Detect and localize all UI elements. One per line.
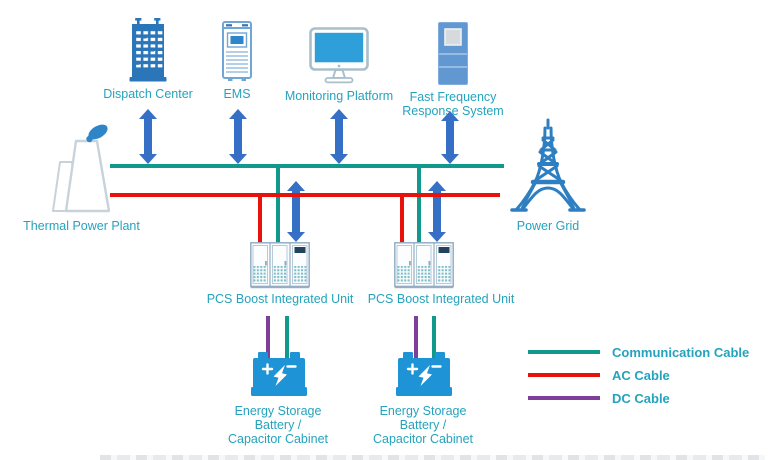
battery-1-label: Energy Storage Battery / Capacitor Cabin… [227,404,329,446]
ac-bus-line [110,193,500,197]
battery-icon [251,352,307,396]
legend-label: Communication Cable [612,344,750,360]
node-battery-1 [251,351,307,402]
battery-comm-cable-line-2 [432,316,436,358]
data-arrow-pcs-unit-2 [428,181,446,242]
communication-bus-line [110,164,504,168]
battery-icon [396,352,452,396]
ac-drop-line-2 [400,195,404,244]
communication-drop-line-2 [417,166,421,244]
transmission-tower-icon [510,118,586,212]
building-icon [129,18,167,82]
node-dispatch-center: Dispatch Center [88,18,208,101]
server-tower-icon [222,21,252,81]
control-cabinet-icon [438,22,468,85]
legend-swatch [528,396,600,400]
data-arrow-ems [229,109,247,164]
node-pcs-unit-2 [394,242,454,294]
node-thermal-power-plant: Thermal Power Plant [14,122,149,233]
pcs-cabinet-icon [250,242,310,289]
node-battery-2 [396,351,452,402]
node-label: Dispatch Center [103,87,193,101]
legend-label: AC Cable [612,367,670,383]
node-label: Power Grid [516,219,580,233]
cropped-watermark-band [100,455,765,460]
data-arrow-ffr-system [441,111,459,164]
monitor-icon [309,27,369,84]
node-label: Thermal Power Plant [23,219,140,233]
dc-cable-line-2 [414,316,418,358]
cooling-towers-icon [51,124,110,213]
node-label: EMS [223,87,251,101]
legend-row: AC Cable [528,367,670,383]
node-power-grid: Power Grid [496,118,600,233]
legend-label: DC Cable [612,390,670,406]
data-arrow-pcs-unit-1 [287,181,305,242]
legend-row: DC Cable [528,390,670,406]
pcs-cabinet-icon [394,242,454,289]
node-pcs-unit-1 [250,242,310,294]
ac-drop-line-1 [258,195,262,244]
data-arrow-dispatch-center [139,109,157,164]
legend-row: Communication Cable [528,344,749,360]
dc-cable-line-1 [266,316,270,358]
battery-comm-cable-line-1 [285,316,289,358]
node-ems: EMS [192,21,282,101]
node-monitoring-platform: Monitoring Platform [274,27,404,103]
node-fast-frequency-response-system: Fast Frequency Response System [391,22,515,118]
legend-swatch [528,350,600,354]
pcs-unit-2-label: PCS Boost Integrated Unit [367,292,515,306]
pcs-unit-1-label: PCS Boost Integrated Unit [206,292,354,306]
data-arrow-monitoring-platform [330,109,348,164]
legend-swatch [528,373,600,377]
battery-2-label: Energy Storage Battery / Capacitor Cabin… [372,404,474,446]
communication-drop-line-1 [276,166,280,244]
node-label: Monitoring Platform [284,89,394,103]
